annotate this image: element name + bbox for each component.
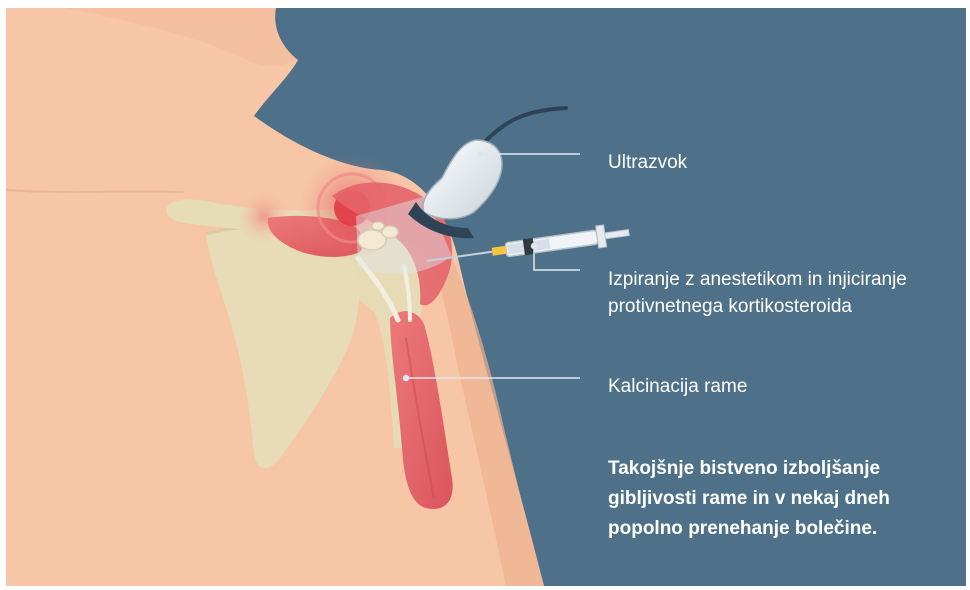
label-injection-line-1: Izpiranje z anestetikom in injiciranje	[608, 266, 907, 293]
label-ultrasound: Ultrazvok	[608, 149, 687, 176]
label-calcification: Kalcinacija rame	[608, 373, 747, 400]
summary-line-1: Takojšnje bistveno izboljšanje	[608, 454, 890, 484]
summary-line-2: gibljivosti rame in v nekaj dneh	[608, 484, 890, 514]
diagram-frame: Ultrazvok Izpiranje z anestetikom in inj…	[6, 8, 966, 586]
summary-line-3: popolno prenehanje bolečine.	[608, 514, 890, 544]
summary-text: Takojšnje bistveno izboljšanje gibljivos…	[608, 454, 890, 544]
label-injection-line-2: protivnetnega kortikosteroida	[608, 293, 907, 320]
label-injection: Izpiranje z anestetikom in injiciranje p…	[608, 266, 907, 320]
